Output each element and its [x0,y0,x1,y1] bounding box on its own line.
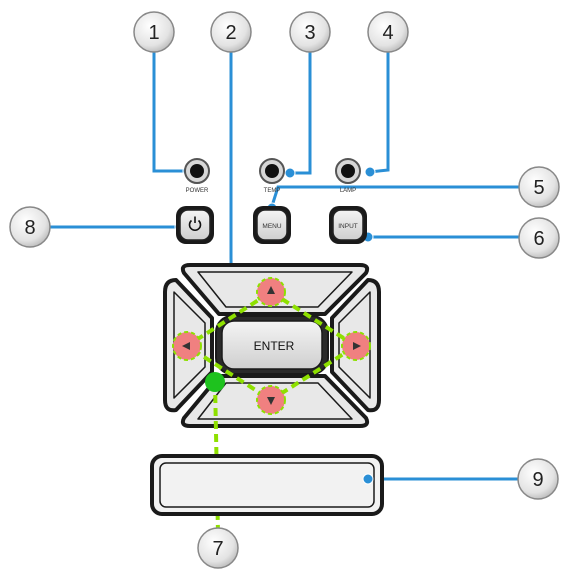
input-button-label: INPUT [338,223,358,230]
svg-text:1: 1 [148,22,159,44]
callout-dot-4 [364,166,376,178]
svg-text:7: 7 [212,538,223,560]
led-power: POWER [184,158,210,194]
enter-button[interactable]: ENTER [215,315,329,375]
svg-text:9: 9 [532,469,543,491]
enter-button-label: ENTER [254,339,295,353]
callout-dot-9-window [362,473,374,485]
svg-text:4: 4 [382,22,393,44]
svg-text:6: 6 [533,228,544,250]
highlight-focus-dot [205,372,225,392]
input-button[interactable]: INPUT [329,206,367,244]
arrow-up-icon [267,286,275,294]
callout-3: 3 [289,11,331,53]
arrow-down-icon [267,397,275,405]
arrow-down [256,385,286,415]
callout-2: 2 [210,11,252,53]
power-button[interactable] [176,206,214,244]
menu-button-label: MENU [262,223,281,230]
callout-line-4 [369,52,390,174]
callout-8: 8 [9,206,51,248]
led-lamp-label: LAMP [340,188,356,194]
arrow-left-icon [182,342,190,350]
menu-button[interactable]: MENU [253,206,291,244]
arrow-up [256,277,286,307]
led-temp-label: TEMP [264,188,281,194]
callout-dot-3 [284,167,296,179]
svg-text:3: 3 [304,22,315,44]
arrow-left [172,331,202,361]
svg-text:5: 5 [533,177,544,199]
ir-receiver-window [150,454,384,516]
power-icon [188,216,202,232]
callout-line-3 [290,52,312,175]
callout-1: 1 [133,11,175,53]
svg-text:8: 8 [24,217,35,239]
callout-4: 4 [367,11,409,53]
callout-6: 6 [518,217,560,259]
svg-text:2: 2 [225,22,236,44]
callout-7: 7 [197,527,239,569]
callout-5: 5 [518,166,560,208]
callout-line-1 [152,52,188,173]
led-power-label: POWER [186,188,209,194]
callout-line-5 [270,185,519,207]
led-temp: TEMP [259,158,285,194]
led-lamp: LAMP [335,158,361,194]
arrow-right [341,331,371,361]
callout-9: 9 [517,458,559,500]
arrow-right-icon [353,342,361,350]
